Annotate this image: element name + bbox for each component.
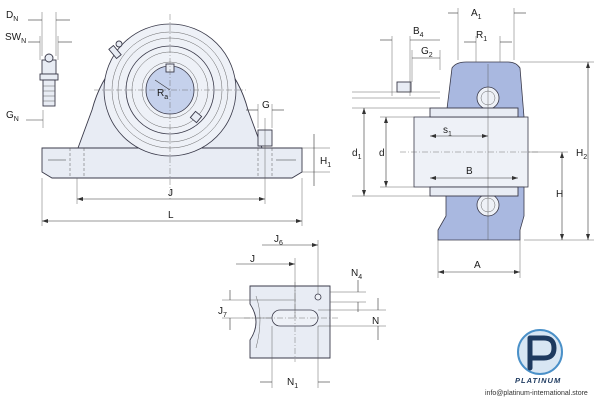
label-dn: DN — [6, 10, 18, 23]
label-h1: H1 — [320, 156, 331, 169]
label-n4: N4 — [351, 268, 362, 281]
front-view: Ra — [5, 10, 331, 226]
grease-nipple-section — [396, 81, 412, 93]
label-gn: GN — [6, 110, 19, 123]
lube-hole — [314, 293, 322, 301]
platinum-logo: PLATINUM info@platinum-international.sto… — [485, 329, 588, 397]
label-n1: N1 — [287, 377, 298, 390]
label-l: L — [168, 210, 174, 221]
label-ra: Ra — [157, 88, 168, 101]
inner-ring-lower — [429, 186, 519, 197]
label-n: N — [372, 316, 379, 327]
label-d: d — [379, 148, 385, 159]
grease-nipple-on-housing — [108, 40, 123, 60]
label-b: B — [466, 166, 473, 177]
label-d1: d1 — [352, 148, 362, 161]
set-screw-side — [189, 110, 203, 124]
label-j7: J7 — [218, 306, 227, 319]
label-r1: R1 — [476, 30, 487, 43]
logo-brand-text: PLATINUM — [515, 376, 561, 385]
label-a1: A1 — [471, 8, 482, 21]
label-swn: SWN — [5, 32, 26, 45]
label-h: H — [556, 189, 563, 200]
label-j: J — [168, 188, 173, 199]
label-s1: s1 — [443, 125, 452, 138]
label-j-detail: J — [250, 254, 255, 265]
label-b4: B4 — [413, 26, 424, 39]
logo-url-text: info@platinum-international.store — [485, 390, 588, 397]
label-h2: H2 — [576, 148, 587, 161]
inner-ring-upper — [429, 107, 519, 118]
label-g2: G2 — [421, 46, 433, 59]
base-detail-view: J6 J N4 N J7 N1 — [218, 234, 386, 390]
label-a: A — [474, 260, 481, 271]
section-view: A1 R1 B4 G2 d1 d s1 — [352, 8, 594, 278]
label-g: G — [262, 100, 270, 111]
grease-nipple-detail — [39, 53, 59, 107]
label-j6: J6 — [274, 234, 283, 247]
